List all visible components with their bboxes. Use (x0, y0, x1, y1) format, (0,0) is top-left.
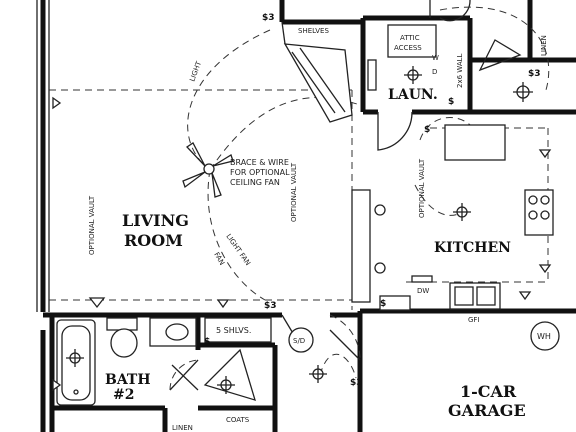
doors (169, 0, 522, 401)
kitchen-title: KITCHEN (434, 240, 511, 256)
switch-icon: $3 (264, 301, 277, 311)
shelves-label: SHELVES (298, 27, 329, 35)
smoke-detector-label: S/D (293, 337, 305, 345)
shelves-5-label: 5 SHLVS. (216, 326, 251, 335)
living-room-title-2: ROOM (124, 231, 183, 250)
ceiling-fan-icon (182, 142, 234, 198)
light-fixture-icon (309, 365, 327, 383)
kitchen: KITCHEN DW GFI (351, 124, 554, 324)
outlet-icon (538, 264, 552, 274)
outlet-icon (52, 96, 62, 110)
fan-note-3: CEILING FAN (230, 178, 280, 187)
outlet-icon (52, 378, 62, 392)
dw-label: DW (417, 287, 429, 295)
light-fixture-icon (404, 66, 422, 84)
switches: $3 $3 $ $ $3 $ $3 $ (204, 13, 541, 388)
switch-icon: $3 (350, 378, 363, 388)
washer-symbol: W (432, 54, 439, 62)
garage-title-1: 1-CAR (460, 382, 517, 401)
switch-icon: $ (448, 97, 454, 107)
switch-icon: $ (204, 337, 210, 347)
attic-access-label-2: ACCESS (394, 44, 422, 52)
fan-label: FAN (212, 251, 226, 267)
water-heater-label: WH (537, 332, 551, 341)
optional-vault-kitchen: OPTIONAL VAULT (418, 158, 426, 218)
attic-access-label-1: ATTIC (400, 34, 420, 42)
living-room-title-1: LIVING (122, 211, 189, 230)
laundry-room: ATTIC ACCESS W D 2x6 WALL LAUN. (367, 24, 464, 103)
recessed-light-icon (374, 262, 386, 274)
outlet-icon (216, 299, 230, 309)
coats-label: COATS (226, 416, 250, 424)
light-fan-label: LIGHT FAN (224, 233, 252, 268)
gfi-label: GFI (468, 316, 480, 324)
wall-2x6-label: 2x6 WALL (456, 53, 464, 88)
light-fixture-icon (453, 203, 471, 221)
vault-lines (49, 89, 549, 310)
living-room: BRACE & WIRE FOR OPTIONAL CEILING FAN LI… (88, 60, 426, 267)
switch-icon: $ (424, 125, 430, 135)
linen-bottom-label: LINEN (172, 424, 193, 432)
bath-title-1: BATH (105, 372, 151, 388)
shelves-top: SHELVES (281, 21, 353, 123)
laundry-title: LAUN. (388, 87, 438, 103)
walls (36, 0, 576, 432)
light-fixtures (66, 66, 533, 394)
dryer-symbol: D (432, 68, 437, 76)
garage-title-2: GARAGE (448, 401, 526, 420)
bath-title-2: #2 (113, 387, 134, 403)
garage: WH 1-CAR GARAGE S/D (288, 321, 560, 420)
hall-closets: 5 SHLVS. COATS LINEN LINEN (172, 35, 548, 432)
optional-vault-left: OPTIONAL VAULT (88, 195, 96, 255)
outlets (52, 96, 552, 392)
fan-note-1: BRACE & WIRE (230, 158, 289, 167)
optional-vault-right: OPTIONAL VAULT (290, 162, 298, 222)
light-fixture-icon (217, 376, 235, 394)
switch-icon: $ (380, 299, 386, 309)
linen-top-label: LINEN (540, 35, 548, 56)
outlet-icon (518, 291, 532, 301)
light-fixture-icon (513, 82, 533, 102)
fan-note-2: FOR OPTIONAL (230, 168, 290, 177)
switch-icon: $3 (262, 13, 275, 23)
switch-icon: $3 (528, 69, 541, 79)
recessed-light-icon (374, 204, 386, 216)
wiring (187, 6, 550, 379)
light-fixture-icon (66, 349, 84, 367)
outlet-icon (88, 297, 106, 309)
light-label: LIGHT (188, 60, 203, 83)
outlet-icon (538, 149, 552, 159)
